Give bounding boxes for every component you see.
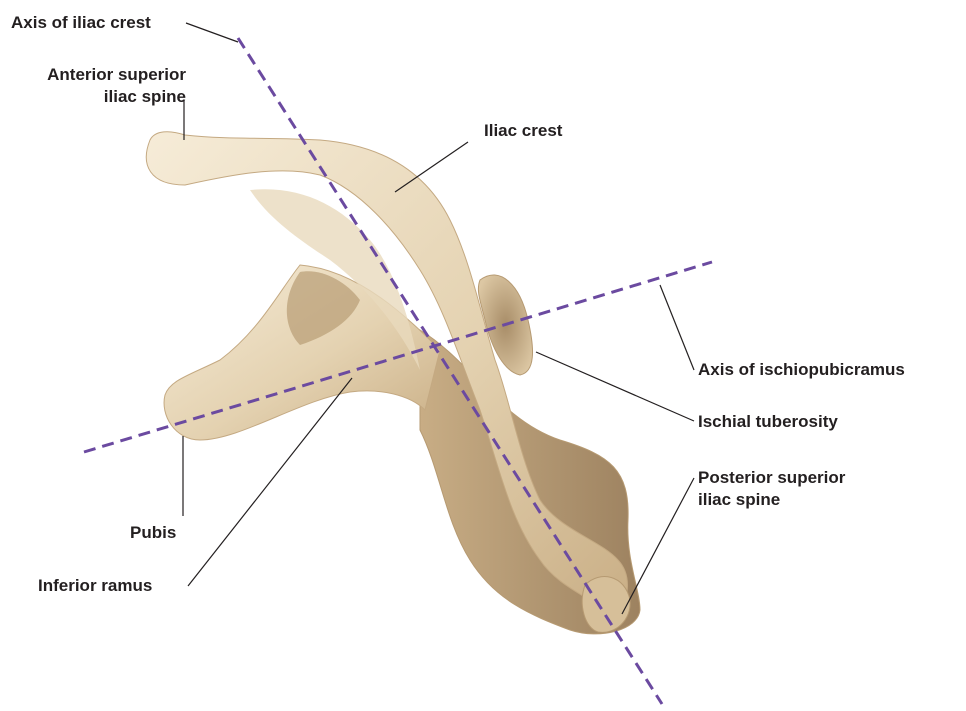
label-posterior-superior-line1: Posterior superior [698,467,845,489]
leader-axis-iliac-crest [186,23,238,42]
label-anterior-superior-line1: Anterior superior [11,64,186,86]
label-axis-iliac-crest: Axis of iliac crest [11,12,151,34]
label-ischial-tuberosity: Ischial tuberosity [698,411,838,433]
leader-ischial-tuberosity [536,352,694,421]
label-pubis: Pubis [130,522,176,544]
label-iliac-crest: Iliac crest [484,120,562,142]
leader-posterior-superior [622,478,694,614]
label-posterior-superior-iliac-spine: Posterior superior iliac spine [698,467,845,511]
label-posterior-superior-line2: iliac spine [698,489,845,511]
leader-iliac-crest [395,142,468,192]
label-anterior-superior-iliac-spine: Anterior superior iliac spine [11,64,186,108]
label-anterior-superior-line2: iliac spine [11,86,186,108]
label-inferior-ramus: Inferior ramus [38,575,152,597]
leader-axis-ischiopubic [660,285,694,370]
label-axis-ischiopubic: Axis of ischiopubicramus [698,359,905,381]
